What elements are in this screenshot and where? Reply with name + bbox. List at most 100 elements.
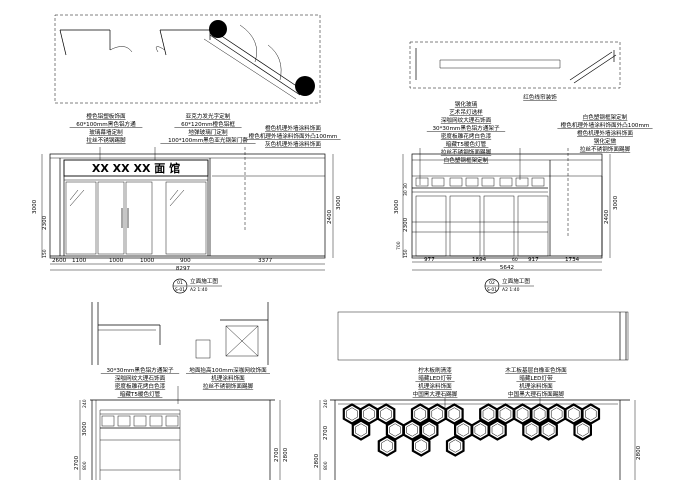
material-note: 机理涂料饰面 [211,374,245,382]
dim-bottom: 977 [424,257,435,263]
material-note: 机理涂料饰面 [418,382,452,390]
hexagon-frame [513,403,532,425]
material-note: 机理涂料饰面 [519,382,553,390]
material-note: 深咖网纹大理石饰面 [115,374,166,382]
dim-bottom: 1894 [472,257,487,263]
dim-left: 240 [82,399,88,408]
hexagon-frame [377,435,397,457]
hexagon-frame [581,403,601,425]
dim-left: 2800 [314,453,320,468]
dim-bottom: 917 [528,257,539,263]
dim-left: 700 [396,241,402,250]
material-note: 玻璃幕墙定制 [89,128,123,136]
material-note: 深咖网纹大理石饰面 [441,116,492,124]
material-note: 柠木板刷清漆 [418,366,452,374]
material-note: 拉丝不锈钢踢脚 [86,136,126,144]
material-note: 钢化玻璃 [455,100,478,108]
dim-left: 150 [403,249,409,258]
dim-bottom: 1734 [565,257,580,263]
dim-left: 30 30 [403,183,409,196]
elevation-front-right: 红色线帘装饰钢化玻璃艺术吊灯选样深咖网纹大理石饰面30*30mm黑色铝方通架子密… [394,93,653,294]
material-note: 艺术吊灯选样 [449,108,483,116]
material-note: 密度板雕花烤白色漆 [441,132,492,140]
dim-left: 3000 [394,199,400,214]
material-note: 拉丝不锈钢饰面踢脚 [580,145,631,153]
dim-left: 2300 [403,217,409,232]
dim-bottom: 60 [512,257,518,263]
material-note: 橙色机理外墙涂料饰面外凸100mm [561,121,650,129]
dim-left: 150 [42,249,48,258]
column-icon [209,20,227,38]
hexagon-frame [351,419,371,441]
dim-right: 3000 [336,195,342,210]
dim-right: 2700 [274,447,280,462]
drawing-title: 立面施工图 [502,277,530,285]
svg-text:S-01: S-01 [175,287,185,293]
interior-left: 30*30mm黑色铝方通架子深咖网纹大理石饰面密度板雕花烤白色漆暗藏T5暖色灯管… [74,302,289,480]
hexagon-frame [573,419,592,441]
shop-sign [63,159,209,177]
material-note: 地弹玻璃门定制 [188,128,228,136]
dim-right: 2400 [327,209,333,224]
material-note: 橙色机理外墙涂料饰面 [265,124,321,132]
material-note: 暗藏T5暖色灯管 [446,140,487,148]
material-note: 30*30mm黑色铝方通架子 [432,124,499,132]
hexagon-frame [445,403,464,425]
dim-left: 2300 [42,215,48,230]
material-note: 60*100mm黑色铝方通 [76,120,136,128]
material-note: 30*30mm黑色铝方通架子 [106,366,173,374]
material-note: 木工板基层白橡亚色饰面 [505,366,567,374]
material-note: 钢化定做 [594,137,617,145]
material-note: 暗藏LED灯带 [418,374,452,382]
hexagon-frame [539,419,558,441]
dim-bottom: 2600 [52,258,67,264]
dim-left: 3000 [32,199,38,214]
material-note: 灰色机理外墙涂料饰面 [265,140,321,148]
column-icon [295,76,315,96]
dim-left: 3000 [82,421,88,436]
hexagon-wall [342,403,601,457]
material-note: 60*120mm橙色铝框 [181,120,235,128]
material-note: 拉丝不锈钢饰面踢脚 [203,382,254,390]
material-note: 红色线帘装饰 [523,93,557,101]
dim-left: 240 [323,399,329,408]
material-note: 密度板雕花烤白色漆 [115,382,166,390]
dim-bottom: 1000 [109,258,124,264]
material-note: 拉丝不锈钢饰面踢脚 [441,148,492,156]
hexagon-frame [402,419,422,441]
dim-right: 3000 [613,195,619,210]
material-note: 橙色铝塑板饰面 [86,112,126,120]
material-note: 亚克力发光字定制 [186,112,231,120]
dim-bottom: 1000 [140,258,155,264]
svg-text:02: 02 [489,280,495,286]
drawing-title: 立面施工图 [190,277,218,285]
drawing-scale: A2 1:40 [502,287,520,293]
dim-right: 2800 [283,447,289,462]
shop-sign-text: XX XX XX 面 馆 [92,161,180,175]
dim-bottom: 3377 [258,258,273,264]
dim-left: 2700 [74,455,80,470]
plan-view-right [409,41,621,89]
hexagon-frame [488,419,507,441]
dim-left: 800 [323,461,329,470]
material-note: 100*100mm黑色亚光钢架门套 [168,136,248,144]
dim-right: 2400 [604,209,610,224]
svg-text:S-01: S-01 [487,287,497,293]
material-note: 中国黑大理石饰面踢脚 [508,390,564,398]
hexagon-frame [522,419,541,441]
drawing-scale: A2 1:40 [190,287,208,293]
plan-view-left [54,14,321,104]
hexagon-frame [376,403,396,425]
material-note: 地面抬高100mm深咖网纹饰面 [189,366,267,374]
dim-bottom: 1100 [72,258,87,264]
dim-total: 8297 [176,266,191,272]
material-note: 暗藏T5暖色灯管 [120,390,161,398]
dim-total: 5642 [500,265,514,271]
material-note: 白色塑钢框架定制 [583,113,628,121]
interior-right: 柠木板刷清漆暗藏LED灯带机理涂料饰面中国黑大理石踢脚木工板基层白橡亚色饰面暗藏… [314,311,642,480]
hexagon-frame [445,435,465,457]
hexagon-frame [411,435,431,457]
